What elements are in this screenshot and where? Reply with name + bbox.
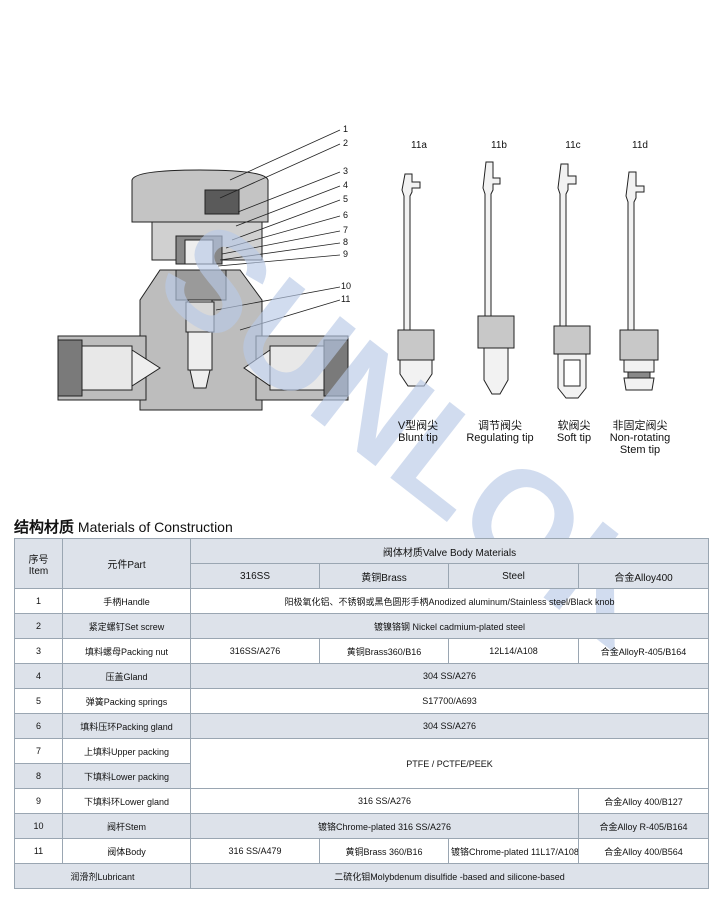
table-row: 润滑剂Lubricant 二硫化钼Molybdenum disulfide -b…	[14, 863, 710, 889]
table-row: 5 弹簧Packing springs S17700/A693	[14, 688, 710, 714]
header-body-materials: 阀体材质Valve Body Materials	[189, 538, 710, 564]
table-row: 1 手柄Handle 阳极氧化铝、不锈钢或黑色圆形手柄Anodized alum…	[14, 588, 710, 614]
table-row: 2 紧定螺钉Set screw 镀镍铬钢 Nickel cadmium-plat…	[14, 613, 710, 639]
callout-2: 2	[343, 138, 349, 148]
table-row: 7 上填料Upper packing PTFE / PCTFE/PEEK	[14, 738, 710, 789]
callout-9: 9	[343, 249, 349, 259]
tip-label-11d: 非固定阀尖 Non-rotating Stem tip	[609, 420, 671, 456]
valve-section	[57, 169, 349, 411]
callout-4: 4	[343, 180, 349, 190]
valve-drawing	[57, 129, 659, 411]
tip-code-11c: 11c	[565, 140, 581, 151]
header-steel: Steel	[448, 563, 579, 589]
stem-tip-11c	[553, 163, 591, 399]
table-row: 10 阀杆Stem 镀铬Chrome-plated 316 SS/A276 合金…	[14, 813, 710, 839]
tip-code-11d: 11d	[632, 140, 648, 151]
section-title-en: Materials of Construction	[74, 519, 233, 535]
section-title-zh: 结构材质	[14, 519, 75, 536]
stem-tip-11a	[397, 173, 435, 387]
stem-tip-11d	[619, 171, 659, 391]
table-row: 9 下填料环Lower gland 316 SS/A276 合金Alloy 40…	[14, 788, 710, 814]
callout-7: 7	[343, 225, 349, 235]
tip-code-11a: 11a	[411, 140, 427, 151]
header-item: 序号 Item	[14, 538, 63, 589]
table-row: 8 下填料Lower packing	[14, 763, 709, 789]
materials-table: 序号 Item 元件Part 阀体材质Valve Body Materials …	[14, 538, 710, 889]
tip-label-11b: 调节阀尖 Regulating tip	[466, 420, 534, 444]
callout-10: 10	[341, 281, 352, 291]
header-part: 元件Part	[62, 538, 191, 589]
table-row: 4 压盖Gland 304 SS/A276	[14, 663, 710, 689]
callout-1: 1	[343, 124, 349, 134]
tip-label-11a: V型阀尖 Blunt tip	[397, 420, 439, 444]
table-row: 6 填料压环Packing gland 304 SS/A276	[14, 713, 710, 739]
table-row: 3 填料螺母Packing nut 316SS/A276 黄铜Brass360/…	[14, 638, 710, 664]
callout-5: 5	[343, 194, 349, 204]
callout-6: 6	[343, 210, 349, 220]
header-316ss: 316SS	[190, 563, 320, 589]
tip-label-11c: 软阀尖 Soft tip	[556, 420, 592, 444]
callout-11: 11	[341, 294, 351, 304]
header-alloy400: 合金Alloy400	[577, 563, 710, 589]
callout-8: 8	[343, 237, 349, 247]
table-row: 11 阀体Body 316 SS/A479 黄铜Brass 360/B16 镀铬…	[14, 838, 710, 864]
section-title: 结构材质 Materials of Construction	[14, 516, 233, 537]
header-brass: 黄铜Brass	[319, 563, 449, 589]
stem-tip-11b	[477, 161, 515, 395]
tip-code-11b: 11b	[491, 140, 507, 151]
callout-3: 3	[343, 166, 349, 176]
callout-leaders	[215, 129, 341, 331]
